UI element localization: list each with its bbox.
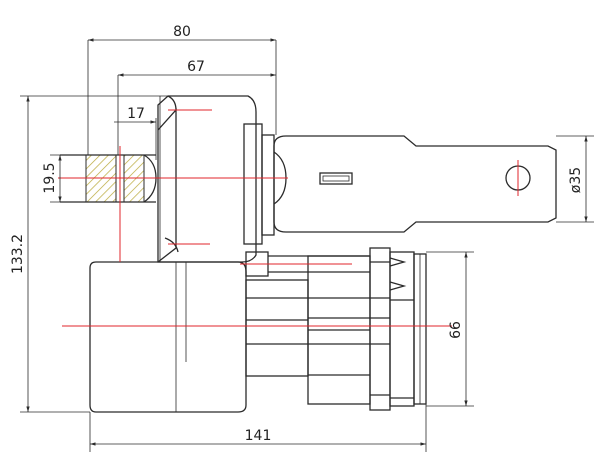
connector-block xyxy=(245,247,427,411)
dim-19-5: 19.5 xyxy=(42,162,58,193)
dim-133-2: 133.2 xyxy=(10,234,26,274)
dim-80: 80 xyxy=(173,24,191,40)
handle-slot xyxy=(319,172,353,185)
lever-handle xyxy=(273,135,557,233)
dim-141: 141 xyxy=(245,428,272,444)
center-lines xyxy=(58,109,519,327)
dim-17: 17 xyxy=(127,106,145,122)
motor-body xyxy=(89,261,247,413)
dim-67: 67 xyxy=(187,59,205,75)
dim-diameter-35: ø35 xyxy=(568,167,584,193)
dimension-lines xyxy=(20,38,594,452)
dim-66: 66 xyxy=(448,321,464,339)
gearbox-housing xyxy=(157,95,275,263)
